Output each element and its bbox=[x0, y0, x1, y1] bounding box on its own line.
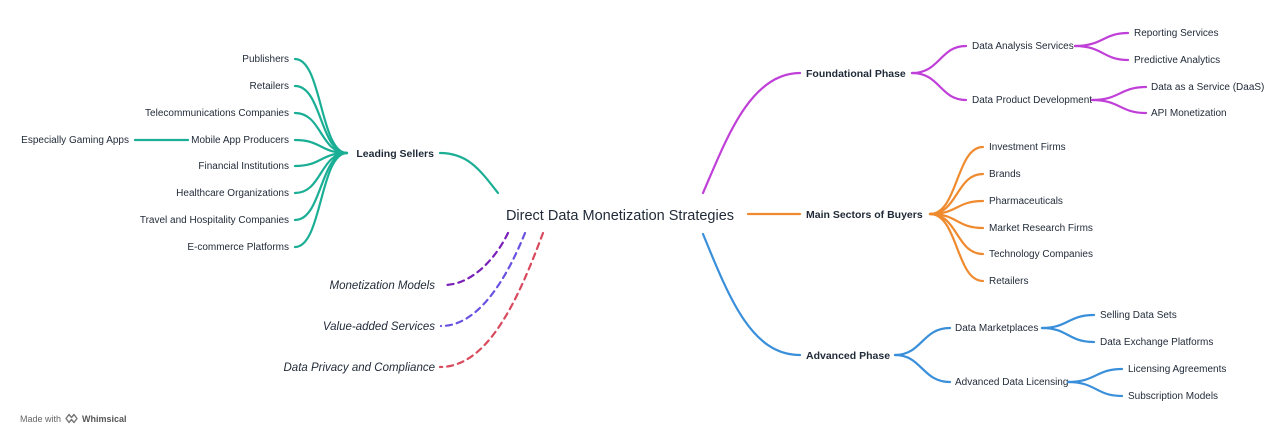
node-data-product-development[interactable]: Data Product Development bbox=[972, 95, 1092, 106]
seller-financial-institutions[interactable]: Financial Institutions bbox=[198, 161, 289, 172]
collapsed-branches: Monetization Models Value-added Services… bbox=[284, 231, 545, 374]
leaf-data-exchange-platforms[interactable]: Data Exchange Platforms bbox=[1100, 337, 1213, 348]
whimsical-logo-icon bbox=[65, 413, 78, 424]
seller-retailers[interactable]: Retailers bbox=[250, 81, 289, 92]
buyer-technology-companies[interactable]: Technology Companies bbox=[989, 249, 1093, 260]
buyer-retailers[interactable]: Retailers bbox=[989, 276, 1028, 287]
connector-seller-2 bbox=[293, 84, 349, 155]
buyers-branch: Main Sectors of Buyers Investment Firms … bbox=[746, 142, 1093, 287]
node-value-added-services[interactable]: Value-added Services bbox=[323, 321, 435, 333]
leaf-selling-data-sets[interactable]: Selling Data Sets bbox=[1100, 310, 1177, 321]
buyer-brands[interactable]: Brands bbox=[989, 169, 1021, 180]
node-data-analysis-services[interactable]: Data Analysis Services bbox=[972, 41, 1074, 52]
connector-foundational-product bbox=[910, 71, 968, 102]
connector-advanced-marketplaces bbox=[893, 326, 952, 357]
seller-publishers[interactable]: Publishers bbox=[242, 54, 289, 65]
connector-reporting bbox=[1073, 31, 1130, 48]
node-main-sectors-buyers[interactable]: Main Sectors of Buyers bbox=[806, 209, 923, 221]
leaf-daas[interactable]: Data as a Service (DaaS) bbox=[1151, 82, 1264, 93]
leaf-reporting-services[interactable]: Reporting Services bbox=[1134, 28, 1218, 39]
connector-data-exchange bbox=[1040, 326, 1096, 344]
buyer-market-research[interactable]: Market Research Firms bbox=[989, 223, 1093, 234]
connector-predictive bbox=[1073, 44, 1130, 62]
connector-seller-1 bbox=[293, 57, 349, 155]
made-with-footer[interactable]: Made with Whimsical bbox=[20, 413, 127, 424]
foundational-phase-branch: Foundational Phase Data Analysis Service… bbox=[701, 28, 1264, 195]
node-foundational-phase[interactable]: Foundational Phase bbox=[806, 68, 906, 80]
buyer-pharmaceuticals[interactable]: Pharmaceuticals bbox=[989, 196, 1063, 207]
connector-selling-data-sets bbox=[1040, 313, 1096, 330]
node-monetization-models[interactable]: Monetization Models bbox=[330, 280, 436, 292]
connector-advanced-licensing bbox=[893, 353, 952, 384]
whimsical-brand: Whimsical bbox=[82, 413, 127, 424]
connector-root-advanced bbox=[701, 232, 802, 357]
leading-sellers-branch: Leading Sellers Publishers Retailers Tel… bbox=[21, 54, 500, 253]
seller-healthcare[interactable]: Healthcare Organizations bbox=[176, 188, 289, 199]
buyer-investment-firms[interactable]: Investment Firms bbox=[989, 142, 1066, 153]
seller-ecommerce[interactable]: E-commerce Platforms bbox=[187, 242, 289, 253]
connector-root-leading-sellers bbox=[438, 151, 500, 195]
connector-subscription-models bbox=[1066, 380, 1124, 398]
root-node[interactable]: Direct Data Monetization Strategies bbox=[506, 208, 734, 224]
advanced-phase-branch: Advanced Phase Data Marketplaces Advance… bbox=[701, 232, 1226, 402]
connector-buyer-6 bbox=[928, 212, 985, 283]
seller-telecommunications[interactable]: Telecommunications Companies bbox=[145, 108, 289, 119]
seller-mobile-sub-gaming[interactable]: Especially Gaming Apps bbox=[21, 135, 129, 146]
leaf-api-monetization[interactable]: API Monetization bbox=[1151, 108, 1227, 119]
seller-mobile-app-producers[interactable]: Mobile App Producers bbox=[191, 135, 289, 146]
node-leading-sellers[interactable]: Leading Sellers bbox=[356, 148, 434, 160]
node-data-marketplaces[interactable]: Data Marketplaces bbox=[955, 323, 1038, 334]
connector-seller-8 bbox=[293, 151, 349, 249]
connector-daas bbox=[1090, 85, 1148, 102]
node-advanced-phase[interactable]: Advanced Phase bbox=[806, 350, 890, 362]
node-data-privacy-compliance[interactable]: Data Privacy and Compliance bbox=[284, 362, 436, 374]
leaf-licensing-agreements[interactable]: Licensing Agreements bbox=[1128, 364, 1226, 375]
connector-licensing-agreements bbox=[1066, 367, 1124, 384]
leaf-subscription-models[interactable]: Subscription Models bbox=[1128, 391, 1218, 402]
leaf-predictive-analytics[interactable]: Predictive Analytics bbox=[1134, 55, 1220, 66]
connector-foundational-analysis bbox=[910, 44, 968, 75]
seller-travel-hospitality[interactable]: Travel and Hospitality Companies bbox=[140, 215, 289, 226]
connector-monetization-models bbox=[442, 231, 510, 287]
node-advanced-data-licensing[interactable]: Advanced Data Licensing bbox=[955, 377, 1068, 388]
connector-root-foundational bbox=[701, 71, 802, 195]
connector-value-added bbox=[439, 231, 527, 328]
connector-seller-7 bbox=[293, 151, 349, 222]
made-with-label: Made with bbox=[20, 413, 62, 424]
connector-privacy-compliance bbox=[438, 231, 545, 369]
connector-buyer-1 bbox=[928, 145, 985, 216]
connector-api bbox=[1090, 98, 1148, 115]
